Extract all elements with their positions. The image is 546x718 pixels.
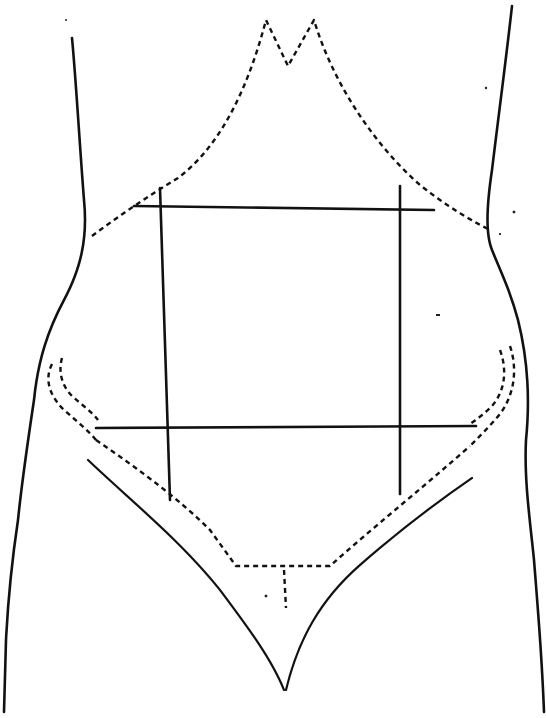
speck-mark [513,211,516,214]
right-groin-line [286,478,472,690]
left-iliac-crest-inner [60,358,98,420]
right-iliac-crest-outer [470,346,514,446]
speck-mark [65,19,67,21]
pubic-midline-mark [284,570,286,608]
right-iliac-crest-inner [470,350,504,424]
left-midclavicular-line [160,188,170,500]
transpyloric-plane-line [134,206,434,210]
left-body-contour [4,38,85,712]
speck-mark [499,233,501,235]
speck-mark [485,87,487,89]
left-iliac-crest-outer [48,364,96,440]
speck-mark [436,314,440,316]
right-body-contour [488,6,545,712]
speck-mark [265,595,268,598]
intertubercular-plane-line [96,426,476,428]
pelvic-outline [96,440,470,566]
left-groin-line [88,460,284,690]
costal-margin-outline [92,20,490,236]
